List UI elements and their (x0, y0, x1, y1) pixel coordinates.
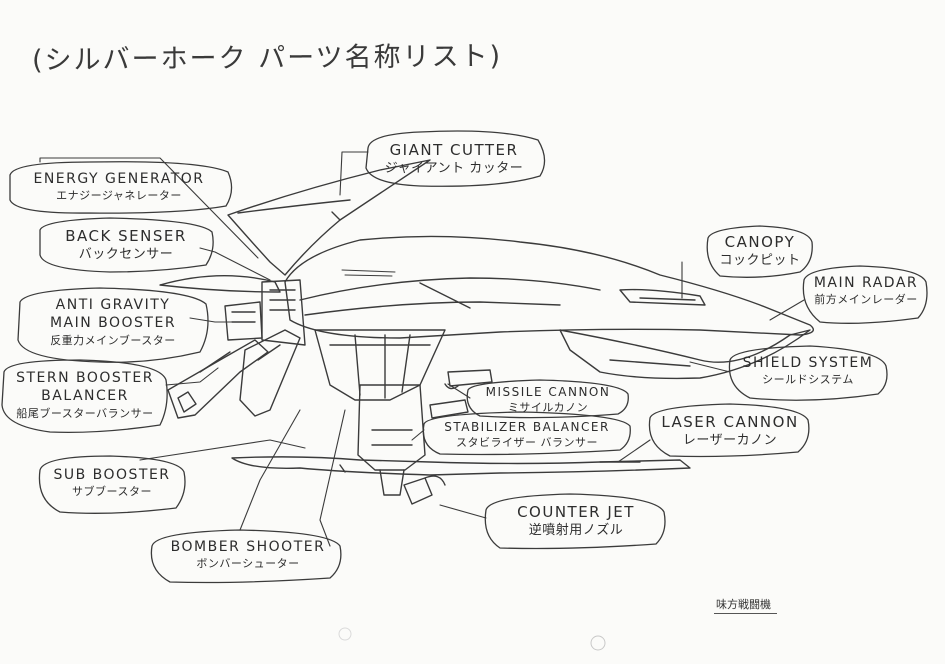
label-back-senser: BACK SENSER バックセンサー (46, 228, 206, 262)
label-en: CANOPY (724, 233, 796, 251)
bubble-energy-generator (9, 161, 233, 214)
bubble-stern-booster (1, 359, 168, 434)
label-en: BACK SENSER (65, 227, 187, 245)
label-stabilizer-balancer: STABILIZER BALANCER スタビライザー バランサー (428, 420, 626, 450)
label-jp: サブブースター (72, 485, 152, 499)
label-jp: 反重力メインブースター (50, 334, 176, 347)
label-shield-system: SHIELD SYSTEM シールドシステム (734, 355, 882, 387)
label-jp: 船尾ブースターバランサー (16, 407, 154, 420)
label-en: MISSILE CANNON (485, 385, 611, 399)
label-en: ENERGY GENERATOR (33, 171, 205, 187)
label-jp: レーザーカノン (682, 432, 778, 448)
label-jp: ジャイアント カッター (384, 160, 524, 176)
label-giant-cutter: GIANT CUTTER ジャイアント カッター (374, 142, 534, 176)
label-missile-cannon: MISSILE CANNON ミサイルカノン (472, 385, 624, 415)
label-main-radar: MAIN RADAR 前方メインレーダー (808, 275, 924, 307)
label-jp: 逆噴射用ノズル (528, 522, 624, 538)
label-jp: スタビライザー バランサー (456, 436, 598, 450)
bubble-bomber-shooter (150, 529, 342, 584)
label-jp: バックセンサー (78, 246, 174, 262)
signature-note: 味方戦闘機 (714, 596, 777, 614)
bubble-counter-jet (484, 493, 666, 550)
label-en: BOMBER SHOOTER (170, 539, 326, 555)
bubble-back-senser (39, 217, 214, 273)
label-jp: シールドシステム (762, 373, 854, 387)
label-jp: ミサイルカノン (507, 401, 589, 415)
label-sub-booster: SUB BOOSTER サブブースター (44, 467, 180, 499)
bubble-canopy (706, 225, 813, 278)
label-jp: ボンバーシューター (196, 557, 300, 571)
label-counter-jet: COUNTER JET 逆噴射用ノズル (492, 504, 660, 538)
page-title: (シルバーホーク パーツ名称リスト) (31, 40, 503, 77)
bubble-shield-system (728, 345, 888, 401)
ship-drawing (159, 159, 814, 505)
label-energy-generator: ENERGY GENERATOR エナジージャネレーター (14, 171, 224, 203)
bubble-missile-cannon (466, 379, 629, 419)
label-en: MAIN RADAR (813, 275, 919, 291)
bubble-giant-cutter (365, 130, 546, 187)
label-jp: コックピット (719, 252, 801, 268)
bubble-sub-booster (38, 455, 186, 514)
label-en: LASER CANNON (661, 413, 799, 431)
leader-lines (39, 151, 805, 547)
label-jp: 前方メインレーダー (814, 293, 918, 307)
label-en: SHIELD SYSTEM (742, 355, 874, 371)
label-bomber-shooter: BOMBER SHOOTER ボンバーシューター (158, 539, 338, 571)
label-anti-gravity-main-booster: ANTI GRAVITY MAIN BOOSTER 反重力メインブースター (22, 297, 204, 347)
label-en: COUNTER JET (517, 503, 635, 521)
callout-bubbles (1, 130, 928, 584)
bubble-laser-cannon (648, 403, 810, 458)
label-stern-booster-balancer: STERN BOOSTER BALANCER 船尾ブースターバランサー (6, 370, 164, 420)
label-en: STABILIZER BALANCER (444, 420, 610, 434)
bubble-stabilizer (422, 411, 631, 456)
label-en: GIANT CUTTER (389, 141, 519, 159)
label-jp: エナジージャネレーター (56, 189, 182, 203)
bubble-main-radar (802, 265, 928, 324)
label-en: ANTI GRAVITY MAIN BOOSTER (49, 297, 177, 331)
label-en: SUB BOOSTER (53, 467, 171, 483)
label-en: STERN BOOSTER BALANCER (16, 370, 154, 404)
label-canopy: CANOPY コックピット (712, 234, 808, 268)
label-laser-cannon: LASER CANNON レーザーカノン (656, 414, 804, 448)
